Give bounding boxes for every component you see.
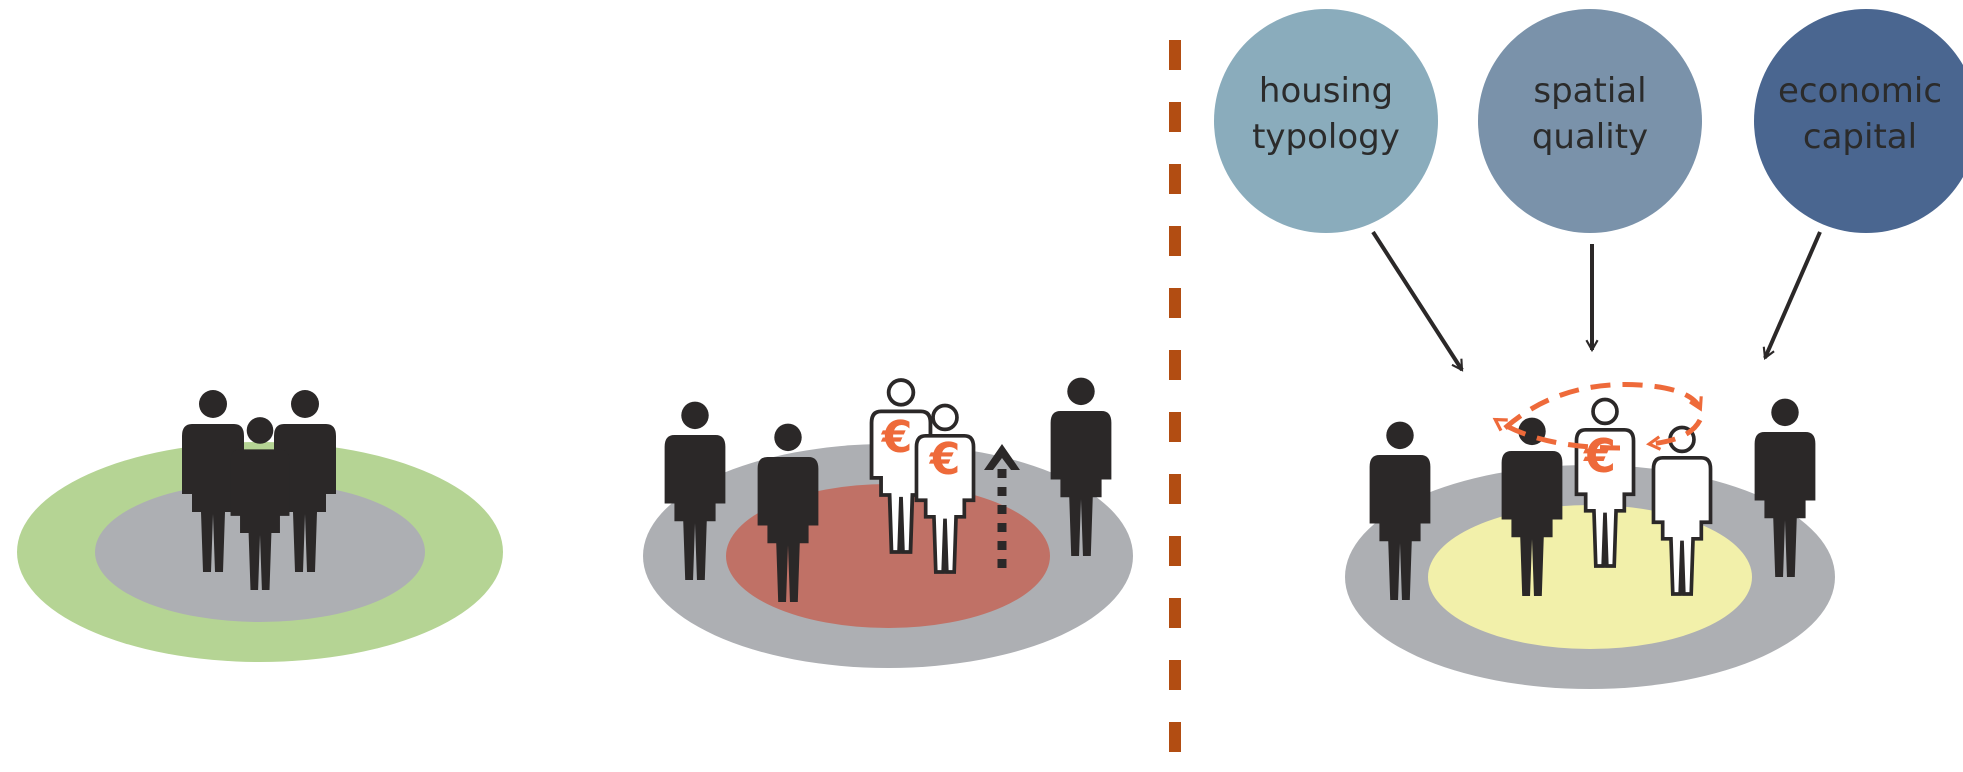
dotted-up-arrow-icon xyxy=(984,444,1020,568)
scene-displacement: € € xyxy=(643,377,1133,668)
inner-core-grey xyxy=(95,482,425,622)
scene-stable xyxy=(17,390,503,662)
factor-label-line: economic xyxy=(1778,71,1942,111)
inner-core-yellow xyxy=(1428,505,1752,649)
factor-label-line: spatial xyxy=(1533,71,1646,111)
factor-circle-housing: housing typology xyxy=(1214,9,1438,233)
euro-symbol: € xyxy=(929,434,961,485)
factor-label-line: quality xyxy=(1532,117,1648,157)
influence-arrow-economic xyxy=(1762,231,1822,360)
euro-symbol: € xyxy=(881,412,913,463)
factor-label-line: capital xyxy=(1803,117,1917,157)
scene-mixed: housing typology spatial quality economi… xyxy=(1214,9,1963,689)
resident-group xyxy=(182,390,336,590)
factor-label-line: typology xyxy=(1252,117,1400,157)
circular-exchange-arrow-icon xyxy=(1492,382,1703,451)
factor-circle-spatial: spatial quality xyxy=(1478,9,1702,233)
euro-symbol: € xyxy=(1583,429,1616,483)
factor-circle-economic: economic capital xyxy=(1754,9,1963,233)
factor-label-line: housing xyxy=(1259,71,1393,111)
influence-arrow-housing xyxy=(1371,230,1464,372)
